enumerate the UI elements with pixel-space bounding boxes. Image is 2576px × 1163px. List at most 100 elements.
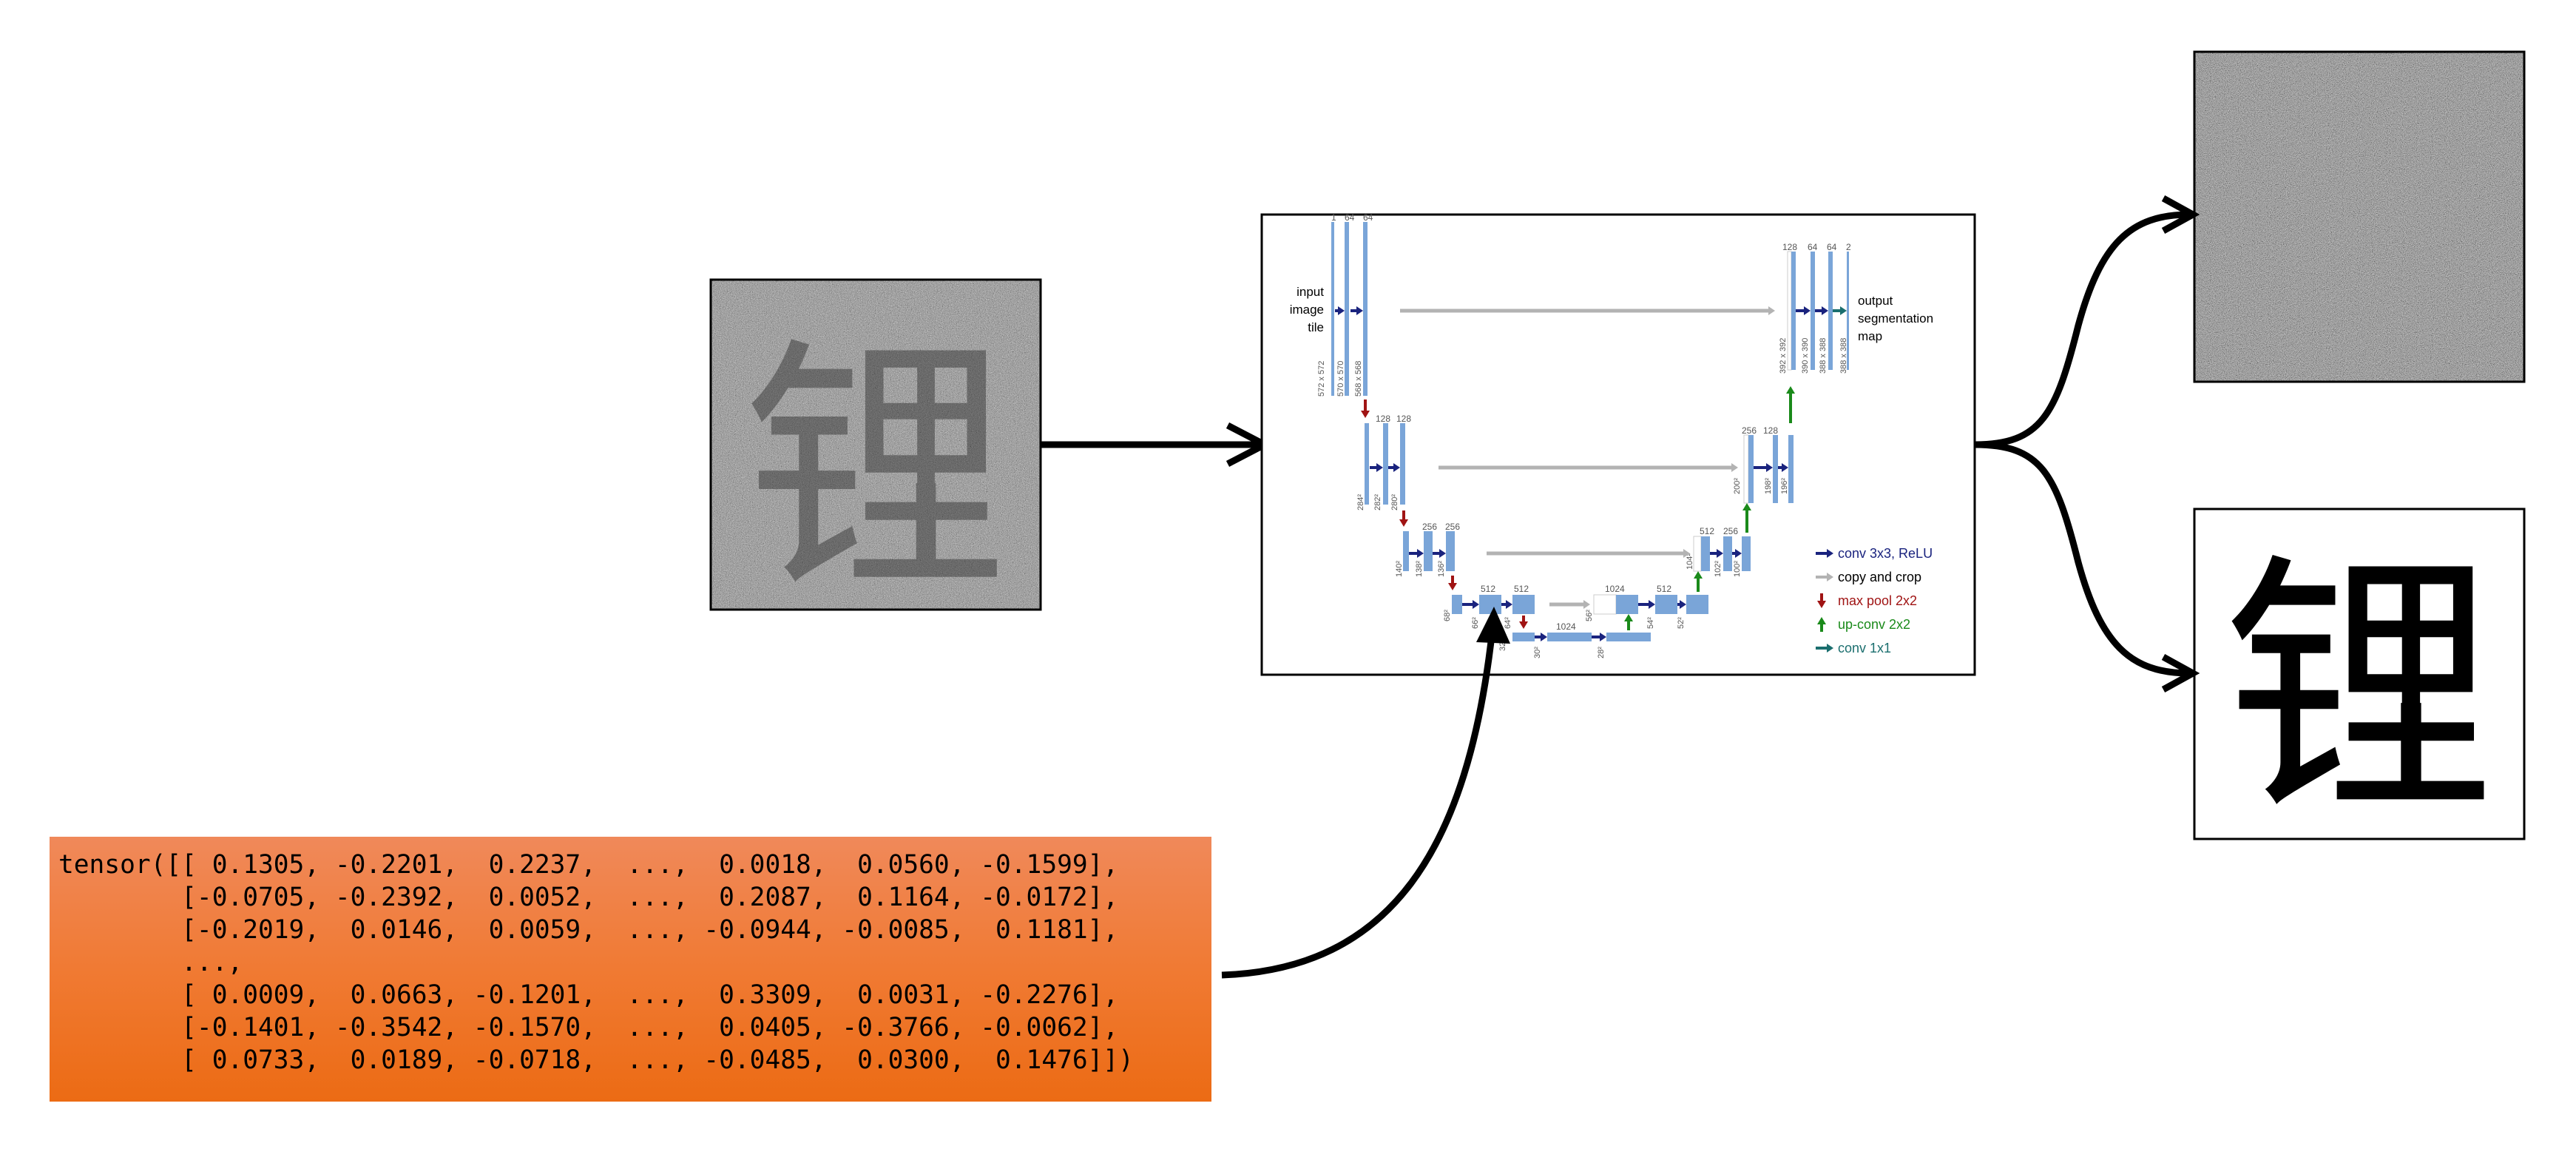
legend-arrow-right-icon-head <box>1827 644 1833 653</box>
channel-label: 64 <box>1827 242 1837 252</box>
conv-arrow-head <box>1376 463 1383 472</box>
size-label: 52² <box>1677 617 1686 629</box>
legend-label: copy and crop <box>1838 570 1921 584</box>
conv-arrow-head <box>1393 463 1400 472</box>
tensor-line: [-0.2019, 0.0146, 0.0059, ..., -0.0944, … <box>181 915 1119 945</box>
conv-arrow-head <box>1473 600 1479 609</box>
feature-map-r3-b <box>1723 536 1732 571</box>
predicted-noise-image <box>2193 50 2526 383</box>
conv-arrow-head <box>1506 600 1512 609</box>
channel-label: 512 <box>1514 584 1529 594</box>
channel-label: 64 <box>1363 212 1373 223</box>
feature-map-r3-a <box>1701 536 1710 571</box>
size-label: 388 x 388 <box>1839 338 1848 374</box>
feature-map-r2-b <box>1773 435 1778 503</box>
max-pool-arrow-head <box>1361 411 1370 418</box>
tensor-line: [ 0.0009, 0.0663, -0.1201, ..., 0.3309, … <box>181 980 1119 1010</box>
feature-map-l2-a <box>1365 423 1369 505</box>
feature-map-l3-a <box>1403 531 1409 571</box>
channel-label: 128 <box>1782 242 1797 252</box>
size-label: 284² <box>1356 494 1365 510</box>
copied-feature-map <box>1593 594 1617 615</box>
channel-label: 128 <box>1376 414 1390 424</box>
conv-arrow-head <box>1541 633 1547 641</box>
feature-map-l1-b <box>1363 222 1368 396</box>
feature-map-l2-c <box>1400 423 1405 505</box>
max-pool-arrow-head <box>1448 583 1457 590</box>
size-label: 136² <box>1437 561 1446 577</box>
tensor-line: [ 0.0733, 0.0189, -0.0718, ..., -0.0485,… <box>58 1045 1134 1075</box>
channel-label: 128 <box>1396 414 1411 424</box>
size-label: 102² <box>1714 561 1723 577</box>
size-label: 68² <box>1443 610 1452 621</box>
output-label: output <box>1858 294 1893 308</box>
tensor-line: ..., <box>181 948 243 977</box>
clean-output-character: 锂 <box>2222 531 2496 849</box>
feature-map-l4-a <box>1452 595 1462 614</box>
size-label: 198² <box>1764 478 1773 494</box>
conv-arrow-head <box>1822 306 1828 315</box>
feature-map-r4-c <box>1686 595 1708 614</box>
legend-label: max pool 2x2 <box>1838 593 1917 608</box>
legend-arrow-down-icon-head <box>1817 601 1826 608</box>
feature-map-l3-c <box>1446 531 1455 571</box>
channel-label: 64 <box>1345 212 1355 223</box>
feature-map-r1-c <box>1828 252 1833 370</box>
channel-label: 256 <box>1742 425 1757 436</box>
copied-feature-map <box>1693 536 1702 572</box>
up-conv-arrow-head <box>1694 571 1703 579</box>
output-label: map <box>1858 329 1882 343</box>
size-label: 66² <box>1471 617 1480 629</box>
channel-label: 2 <box>1846 242 1851 252</box>
conv-arrow-head <box>1338 306 1345 315</box>
channel-label: 512 <box>1700 526 1714 536</box>
conv-arrow-head <box>1439 549 1446 558</box>
size-label: 570 x 570 <box>1336 361 1345 397</box>
channel-label: 256 <box>1445 522 1460 532</box>
feature-map-l2-b <box>1383 423 1388 505</box>
tensor-to-unet-arrow <box>1221 607 1510 979</box>
channel-label: 256 <box>1422 522 1437 532</box>
conv-arrow-head <box>1804 306 1811 315</box>
up-conv-arrow-head <box>1742 503 1751 510</box>
channel-label: 512 <box>1481 584 1495 594</box>
tensor-line: [-0.0705, -0.2392, 0.0052, ..., 0.2087, … <box>181 883 1119 912</box>
feature-map-r2-a <box>1748 435 1754 503</box>
feature-map-l1-a <box>1345 222 1349 396</box>
size-label: 56² <box>1585 610 1594 621</box>
legend-label: conv 1x1 <box>1838 641 1891 655</box>
legend-arrow-right-icon-head <box>1827 573 1833 582</box>
channel-label: 1024 <box>1605 584 1625 594</box>
conv-arrow-head <box>1680 600 1686 609</box>
tensor-line: tensor([[ 0.1305, -0.2201, 0.2237, ..., … <box>58 850 1119 880</box>
conv-arrow-head <box>1649 600 1655 609</box>
channel-label: 1 <box>1331 212 1336 223</box>
legend-arrow-right-icon-head <box>1827 549 1833 558</box>
feature-map-bottom-b <box>1547 633 1592 641</box>
size-label: 30² <box>1533 647 1542 658</box>
channel-label: 256 <box>1723 526 1738 536</box>
channel-label: 128 <box>1763 425 1778 436</box>
noisy-input-image: 锂 <box>709 278 1042 625</box>
copy-crop-arrow-head <box>1683 549 1690 558</box>
feature-map-l4-b <box>1479 595 1501 614</box>
tensor-text: tensor([[ 0.1305, -0.2201, 0.2237, ..., … <box>58 849 1134 1076</box>
input-label: input <box>1297 285 1324 299</box>
up-conv-arrow-head <box>1786 386 1795 394</box>
size-label: 104² <box>1686 553 1694 570</box>
conv-arrow-head <box>1600 633 1606 641</box>
copied-feature-map <box>1787 251 1792 371</box>
up-conv-arrow-head <box>1624 614 1633 621</box>
feature-map-l4-c <box>1512 595 1535 614</box>
max-pool-arrow-head <box>1519 621 1528 629</box>
feature-map-r4-a <box>1616 595 1638 614</box>
input-label: tile <box>1308 320 1324 334</box>
conv-arrow-head <box>1735 549 1742 558</box>
size-label: 140² <box>1395 561 1404 577</box>
tensor-line: [-0.1401, -0.3542, -0.1570, ..., 0.0405,… <box>181 1013 1119 1042</box>
conv-arrow-head <box>1782 463 1788 472</box>
feature-map-l3-b <box>1424 531 1433 571</box>
timestep-embedding-tensor <box>50 837 1211 1102</box>
